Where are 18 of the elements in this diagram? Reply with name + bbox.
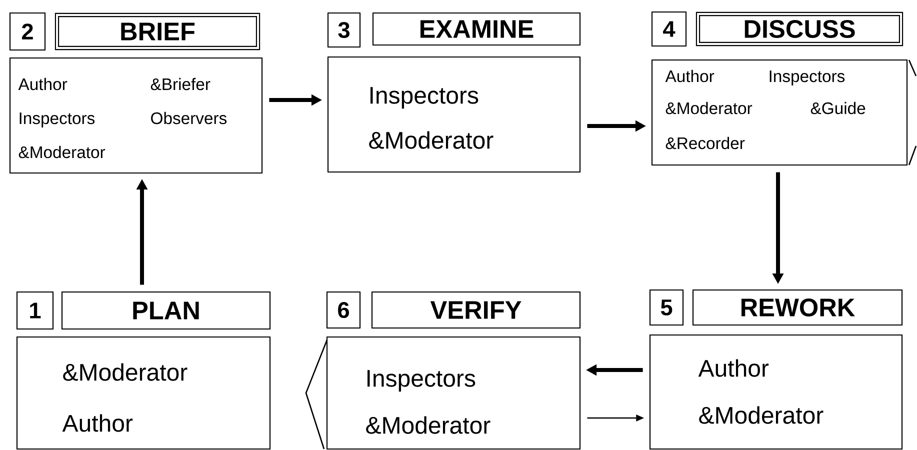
- role-box: Author Inspectors &Moderator &Guide &Recorder: [651, 59, 908, 166]
- step-number: 6: [326, 291, 361, 329]
- role-box: Author &Briefer Inspectors Observers &Moderator: [9, 57, 263, 174]
- step-title: PLAN: [61, 291, 271, 330]
- role-box: Inspectors &Moderator: [327, 56, 581, 173]
- step-number: 2: [9, 12, 46, 51]
- step-title: DISCUSS: [696, 12, 904, 46]
- step-title: REWORK: [692, 289, 903, 326]
- step-number: 3: [327, 12, 361, 48]
- step-title: EXAMINE: [372, 12, 581, 46]
- role-box: &Moderator Author: [16, 336, 271, 450]
- step-number: 1: [16, 291, 54, 330]
- step-number: 4: [651, 11, 687, 47]
- step-number: 5: [649, 289, 684, 326]
- role-box: Author &Moderator: [649, 334, 903, 450]
- step-title: BRIEF: [54, 12, 260, 50]
- step-title: VERIFY: [371, 291, 581, 329]
- role-box: Inspectors &Moderator: [326, 336, 581, 450]
